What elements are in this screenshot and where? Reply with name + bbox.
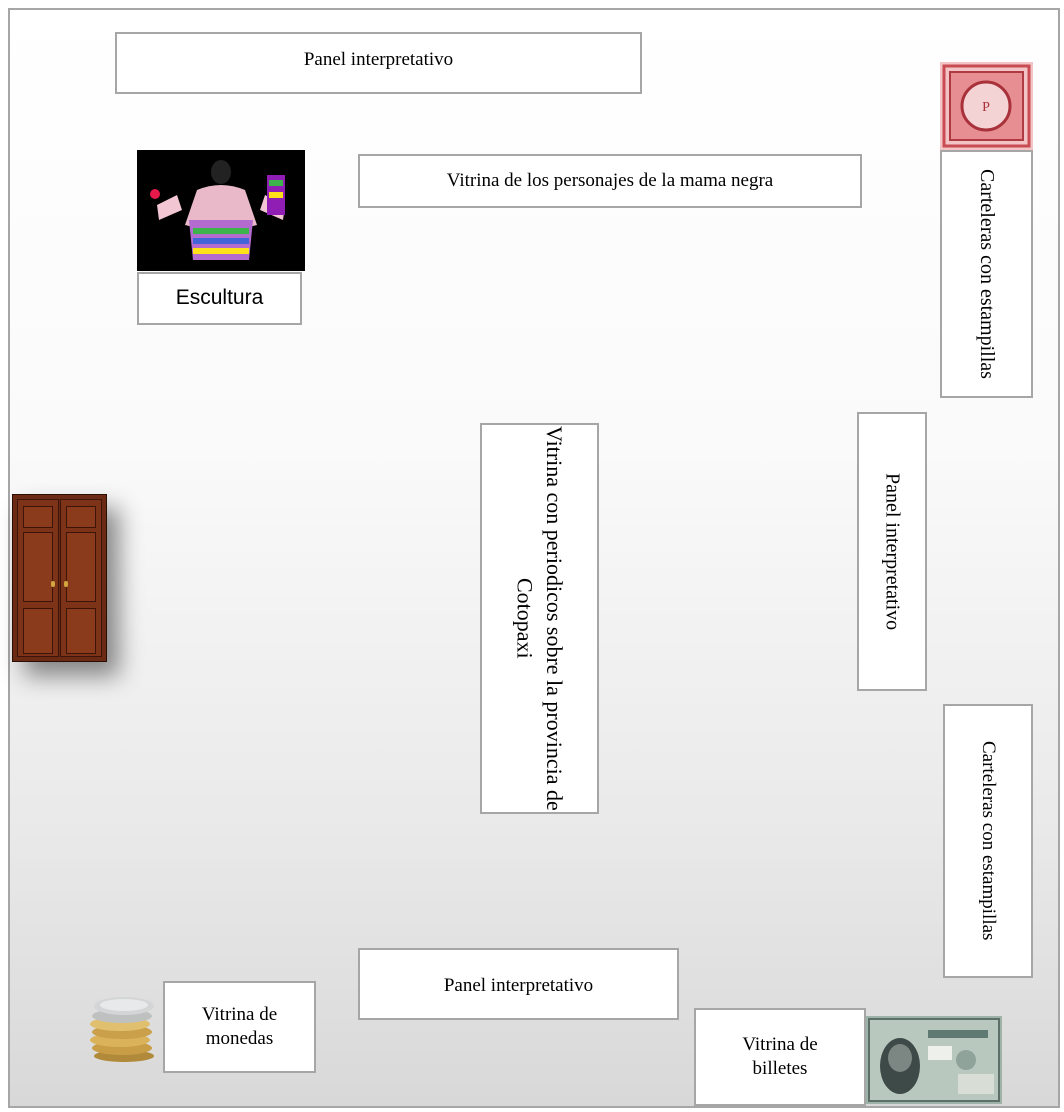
carteleras-estampillas-bottom: Carteleras con estampillas bbox=[943, 704, 1033, 978]
vitrina-periodicos-cotopaxi: Vitrina con periodicos sobre la provinci… bbox=[480, 423, 599, 814]
door-image bbox=[12, 494, 107, 662]
carteleras-estampillas-top: Carteleras con estampillas bbox=[940, 150, 1033, 398]
stamp-image: P bbox=[940, 62, 1033, 150]
panel-interpretativo-bottom: Panel interpretativo bbox=[358, 948, 679, 1020]
panel-interpretativo-right: Panel interpretativo bbox=[857, 412, 927, 691]
vitrina-mama-negra: Vitrina de los personajes de la mama neg… bbox=[358, 154, 862, 208]
coins-image bbox=[90, 997, 154, 1062]
escultura-label: Escultura bbox=[137, 272, 302, 325]
panel-interpretativo-top: Panel interpretativo bbox=[115, 32, 642, 94]
banknote-image bbox=[866, 1016, 1002, 1104]
door-left-leaf bbox=[17, 499, 59, 657]
svg-text:P: P bbox=[982, 100, 990, 115]
vitrina-billetes: Vitrina de billetes bbox=[694, 1008, 866, 1106]
vitrina-monedas: Vitrina de monedas bbox=[163, 981, 316, 1073]
door-right-leaf bbox=[60, 499, 102, 657]
mama-negra-costume-photo bbox=[137, 150, 305, 271]
